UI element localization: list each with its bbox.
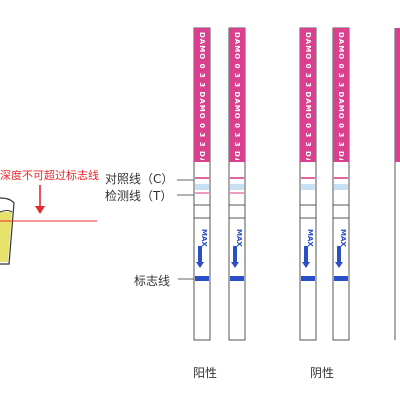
cup-rim — [0, 210, 13, 213]
strip-brand-text: DAMO 0 3 3 DAMO 0 3 3 DAMO 0 3 3 — [198, 32, 206, 160]
strip-brand-text: DAMO 0 3 3 DAMO 0 3 3 DAMO 0 3 3 — [233, 32, 241, 160]
window-band — [195, 184, 209, 190]
marker-line-mark — [195, 276, 209, 281]
warning-arrow-icon — [35, 206, 45, 214]
urine-cup — [0, 197, 15, 265]
result-window — [301, 162, 315, 188]
max-marker-text: MAX — [200, 229, 208, 247]
test-strip-2 — [228, 27, 246, 341]
marker-line-label: 标志线 — [134, 274, 171, 288]
down-arrow-icon — [231, 246, 239, 268]
strip-brand-text: DAMO 0 3 3 DAMO 0 3 3 DAMO 0 3 3 — [337, 32, 345, 160]
max-marker-text: MAX — [306, 229, 314, 247]
test-strip-3 — [299, 27, 317, 341]
strip-header — [333, 28, 349, 162]
max-marker-text: MAX — [235, 229, 243, 247]
strip-header — [194, 28, 210, 162]
strip-header — [300, 28, 316, 162]
down-arrow-icon — [335, 246, 343, 268]
marker-line-mark — [334, 276, 348, 281]
depth-warning — [0, 185, 97, 222]
test-strips — [193, 27, 350, 341]
result-window — [334, 162, 348, 188]
result-window — [195, 162, 209, 188]
strip-header — [229, 28, 245, 162]
positive-result-caption: 阳性 — [193, 366, 218, 380]
strip-brand-text: DAMO 0 3 3 DAMO 0 3 3 DAMO 0 3 3 — [304, 32, 312, 160]
result-window — [230, 162, 244, 188]
window-band — [334, 184, 348, 190]
window-band — [301, 184, 315, 190]
marker-line-mark — [301, 276, 315, 281]
cup-outline — [0, 197, 15, 265]
test-strip-4 — [332, 27, 350, 341]
down-arrow-icon — [196, 246, 204, 268]
depth-warning-label: 深度不可超过标志线 — [0, 169, 99, 182]
test-strip-1 — [193, 27, 211, 341]
window-band — [230, 184, 244, 190]
negative-result-caption: 阴性 — [310, 366, 335, 380]
control-line-label: 对照线（C） — [105, 172, 174, 186]
down-arrow-icon — [302, 246, 310, 268]
cup-liquid — [0, 212, 12, 262]
partial-strip-edge — [394, 28, 400, 340]
test-line-label: 检测线（T） — [105, 189, 173, 203]
marker-line-mark — [230, 276, 244, 281]
max-marker-text: MAX — [339, 229, 347, 247]
